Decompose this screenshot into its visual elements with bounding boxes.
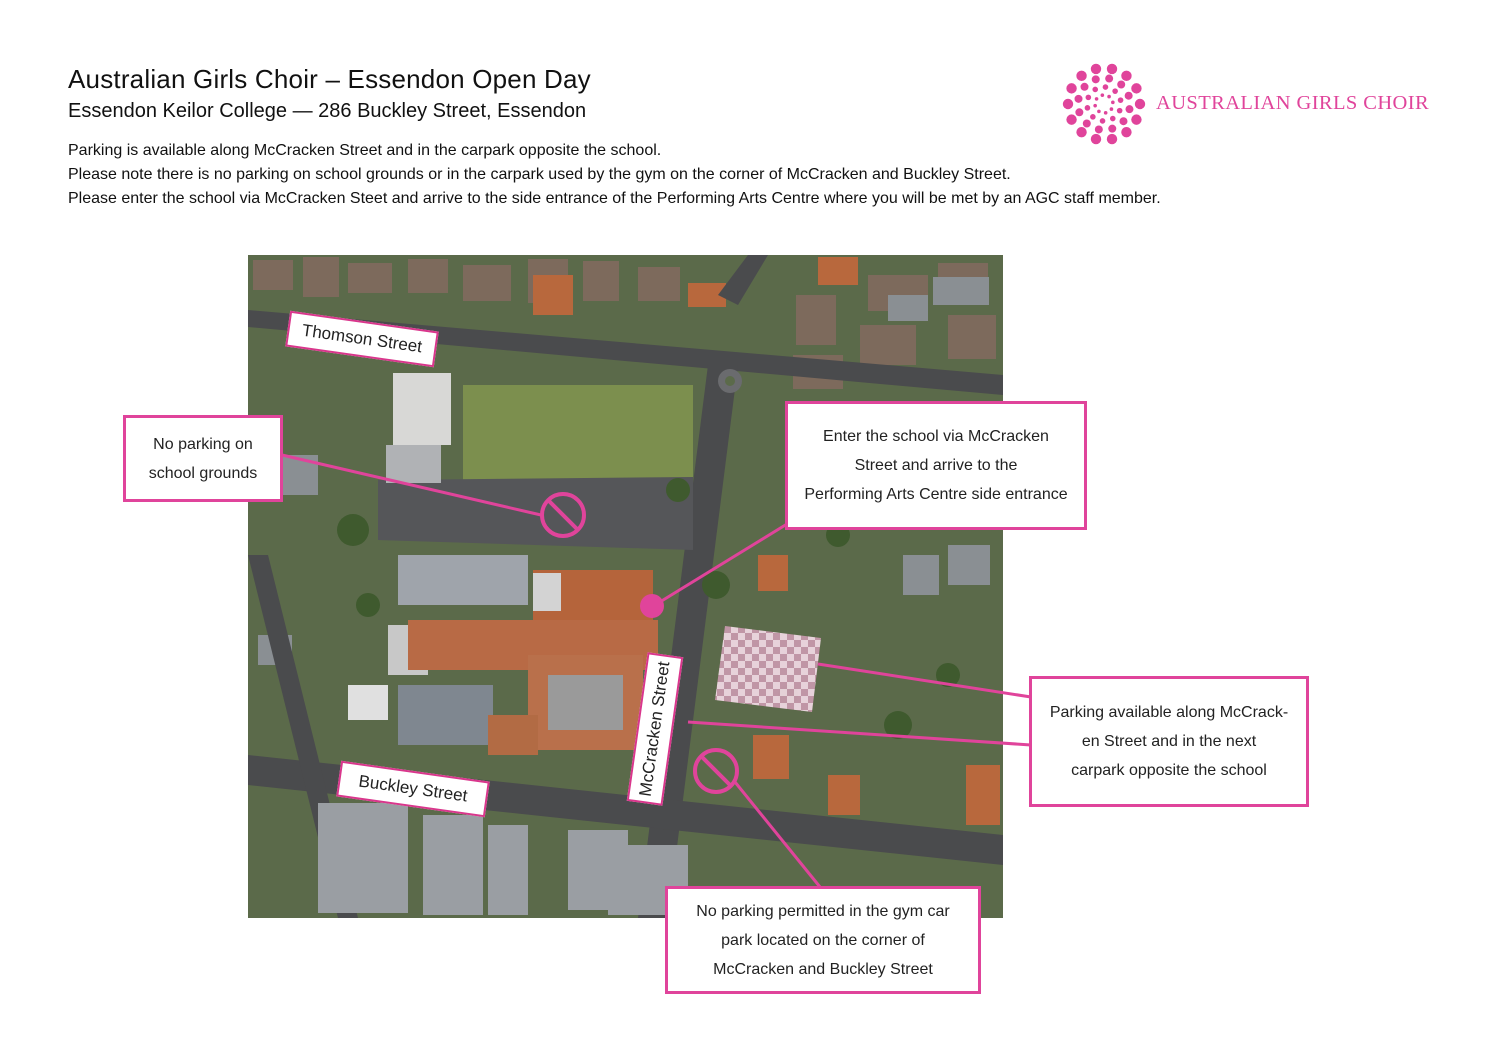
note-line: Please enter the school via McCracken St…	[68, 190, 1161, 207]
page-title: Australian Girls Choir – Essendon Open D…	[68, 64, 591, 94]
logo-text: AUSTRALIAN GIRLS CHOIR	[1156, 92, 1430, 114]
callout-line: Enter the school via McCracken	[823, 428, 1049, 445]
callout-parking-available: Parking available along McCrack- en Stre…	[1029, 676, 1309, 807]
callout-line: Parking available along McCrack-	[1049, 704, 1289, 721]
logo-mark-icon	[1062, 63, 1146, 145]
note-line: Parking is available along McCracken Str…	[68, 142, 662, 159]
agc-logo: AUSTRALIAN GIRLS CHOIR	[1062, 63, 1442, 145]
callout-line: carpark opposite the school	[1071, 762, 1267, 779]
callout-line: No parking on	[153, 435, 253, 453]
parking-area-icon	[715, 626, 821, 712]
note-line: Please note there is no parking on schoo…	[68, 166, 1011, 183]
page-subtitle: Essendon Keilor College — 286 Buckley St…	[68, 100, 587, 122]
parking-notes: Parking is available along McCracken Str…	[68, 139, 1161, 211]
callout-line: park located on the corner of	[721, 931, 925, 949]
callout-line: en Street and in the next	[1081, 733, 1257, 750]
callout-line: school grounds	[148, 464, 258, 482]
callout-line: No parking permitted in the gym car	[696, 902, 950, 920]
callout-no-parking-grounds: No parking on school grounds	[123, 415, 283, 502]
callout-line: Street and arrive to the	[854, 457, 1018, 474]
callout-enter-school: Enter the school via McCracken Street an…	[785, 401, 1087, 530]
callout-line: McCracken and Buckley Street	[713, 960, 933, 978]
callout-no-parking-gym: No parking permitted in the gym car park…	[665, 886, 981, 994]
callout-line: Performing Arts Centre side entrance	[804, 486, 1068, 503]
